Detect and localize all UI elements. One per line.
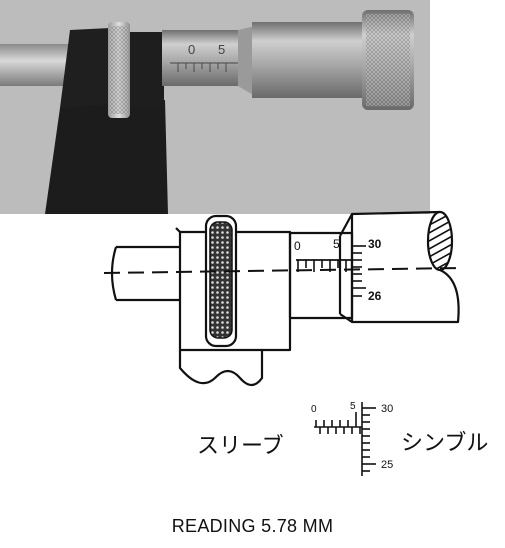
- detail-thimble-number-25: 25: [381, 459, 393, 471]
- drawing-thimble-number-26: 26: [368, 289, 382, 303]
- scale-detail: [314, 402, 376, 476]
- drawing-thimble-number-30: 30: [368, 237, 382, 251]
- thimble-label: シンブル: [401, 430, 489, 455]
- photo-sleeve-tick-0: 0: [188, 42, 195, 57]
- micrometer-photo: 0 5 20: [0, 0, 430, 214]
- drawing-sleeve-tick-5: 5: [333, 237, 340, 251]
- detail-thimble-number-30: 30: [381, 403, 393, 415]
- reading-caption: READING 5.78 MM: [171, 516, 334, 536]
- drawing-sleeve-tick-0: 0: [294, 239, 301, 253]
- detail-sleeve-tick-5: 5: [350, 401, 356, 412]
- photo-sleeve-tick-5: 5: [218, 42, 225, 57]
- detail-sleeve-tick-0: 0: [311, 404, 317, 415]
- sleeve-label: スリーブ: [197, 433, 284, 458]
- micrometer-drawing: [103, 210, 463, 387]
